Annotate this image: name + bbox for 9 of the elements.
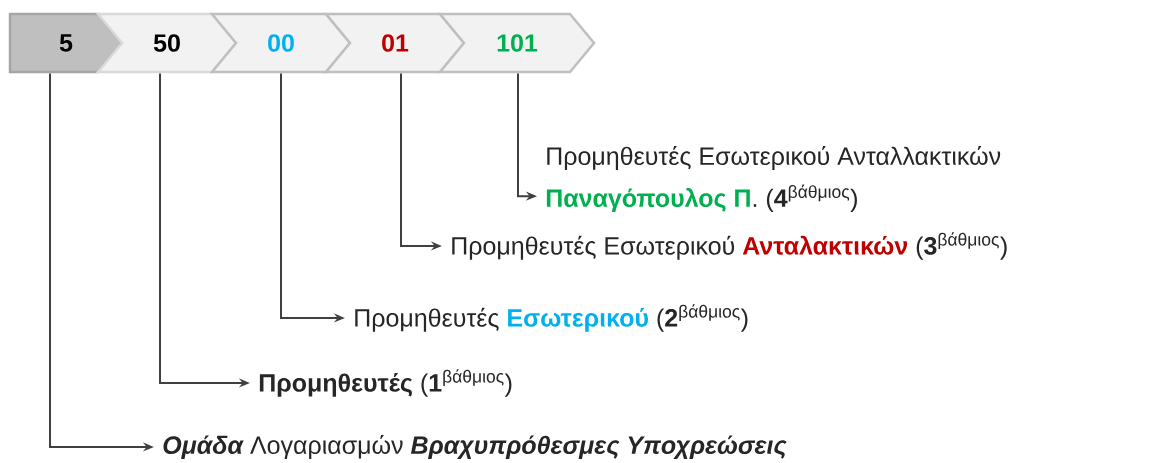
text-label: Προμηθευτές Εσωτερικού Ανταλακτικών (3$^{βάθμιος}$) — [452, 232, 1007, 260]
text-label: Προμηθευτές Εσωτερικού (2$^{βάθμιος}$) — [355, 304, 748, 332]
code-segment: 00 — [209, 12, 352, 74]
code-segment: 01 — [323, 12, 466, 74]
code-segment: 50 — [95, 12, 238, 74]
text-label: Ομάδα Λογαριασμών Βραχυπρόθεσμες Υποχρεώσεις — [163, 435, 787, 459]
text-label: Προμηθευτές Εσωτερικού Ανταλλακτικών Παναγόπουλος Π. (4$^{βάθμιος}$) — [546, 146, 1001, 212]
code-segment: 101 — [437, 12, 596, 74]
text-label: Προμηθευτές (1$^{βάθμιος}$) — [259, 369, 512, 397]
